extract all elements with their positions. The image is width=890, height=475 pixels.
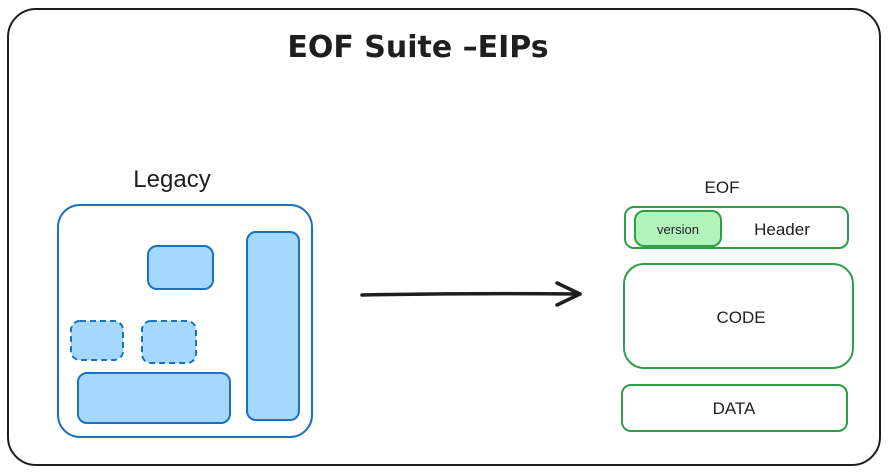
legacy-block-dashed-middle [141, 320, 197, 364]
eof-code-box [623, 263, 854, 369]
legacy-block-dashed-left [70, 320, 124, 361]
legacy-block-wide-bottom [77, 372, 231, 424]
arrow-shaft [360, 291, 582, 297]
legacy-label: Legacy [133, 166, 210, 193]
eof-label: EOF [705, 178, 740, 197]
legacy-container-box [57, 204, 313, 438]
eof-header-section: version Header [624, 206, 849, 249]
legacy-block-tall-right [246, 231, 300, 421]
eof-code-label: CODE [716, 308, 765, 327]
eof-data-section: DATA [621, 384, 848, 432]
legacy-block-small-top [147, 245, 214, 290]
eof-version-pill [634, 210, 722, 247]
arrow-head [555, 281, 582, 307]
transition-arrow [360, 281, 582, 307]
eof-data-label: DATA [713, 399, 756, 418]
eof-data-box [621, 384, 848, 432]
eof-code-section: CODE [623, 263, 854, 369]
legacy-container [57, 204, 313, 438]
eof-version-label: version [657, 222, 699, 237]
outer-frame [7, 8, 881, 466]
diagram-title: EOF Suite –EIPs [287, 30, 548, 65]
eof-header-label: Header [754, 220, 810, 239]
eof-header-box [624, 206, 849, 249]
